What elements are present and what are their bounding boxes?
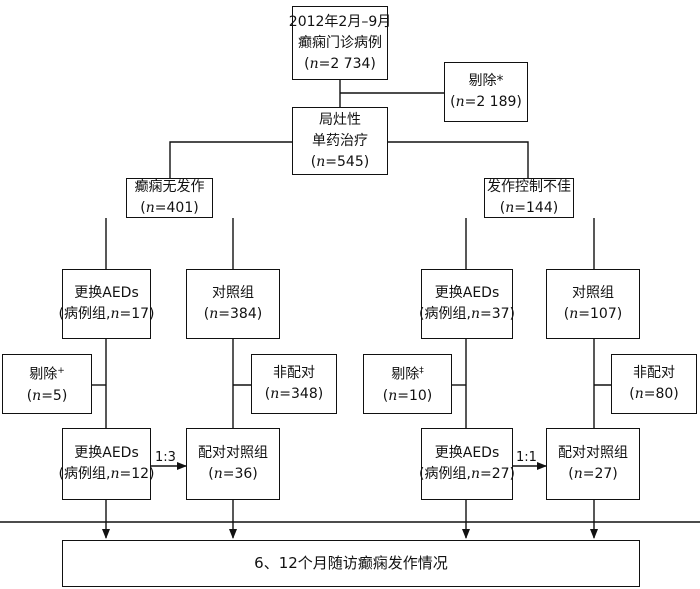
l-matched-box: 配对对照组 (n=36) [186,428,280,500]
mono-count: (n=545) [310,153,370,170]
root-count: (n=2 734) [304,55,376,72]
mono-to-right-connector [388,141,529,178]
mono-to-left-connector [169,141,292,178]
r-matched-box: 配对对照组 (n=27) [546,428,640,500]
r-control-label: 对照组 [572,285,614,301]
mono-line1: 局灶性 [319,111,361,128]
l-case-box: 更换AEDs (病例组,n=12) [59,428,155,500]
l-switch-line2: (病例组,n=17) [58,306,155,322]
l-control-box: 对照组 (n=384) [186,269,280,339]
l-case-line1: 更换AEDs [74,445,139,461]
mono-box: 局灶性 单药治疗 (n=545) [292,107,388,175]
root-box: 2012年2月–9月 癫痫门诊病例 (n=2 734) [288,6,392,80]
final-label: 6、12个月随访癫痫发作情况 [254,554,448,572]
r-exclude-count: (n=10) [382,387,433,404]
r-nonmatch-box: 非配对 (n=80) [611,354,697,414]
l-matched-count: (n=36) [208,466,258,482]
l-case-line2: (病例组,n=12) [58,466,155,482]
right-group-box: 发作控制不佳 (n=144) [484,178,574,218]
root-line2: 癫痫门诊病例 [298,34,382,51]
ratio-left-label: 1:3 [155,450,176,465]
r-matched-count: (n=27) [568,466,618,482]
l-nonmatch-box: 非配对 (n=348) [251,354,337,414]
r-control-count: (n=107) [563,306,623,322]
exclude-top-count: (n=2 189) [450,94,522,110]
r-switch-box: 更换AEDs (病例组,n=37) [419,269,515,339]
root-line1: 2012年2月–9月 [288,13,392,30]
r-control-box: 对照组 (n=107) [546,269,640,339]
l-exclude-box: 剔除+ (n=5) [2,354,92,414]
r-exclude-label: 剔除‡ [391,366,424,383]
l-exclude-count: (n=5) [26,387,68,404]
l-switch-box: 更换AEDs (病例组,n=17) [59,269,155,339]
exclude-top-box: 剔除* (n=2 189) [444,62,528,122]
r-nonmatch-count: (n=80) [629,386,679,402]
r-matched-label: 配对对照组 [558,445,628,461]
r-case-box: 更换AEDs (病例组,n=27) [419,428,515,500]
r-switch-line1: 更换AEDs [434,285,500,301]
r-case-line2: (病例组,n=27) [419,466,515,482]
exclude-top-label: 剔除* [468,73,504,89]
right-group-count: (n=144) [499,200,559,216]
l-control-count: (n=384) [203,306,263,322]
l-exclude-label: 剔除+ [29,366,65,383]
left-group-count: (n=401) [140,200,199,216]
left-group-label: 癫痫无发作 [134,179,205,195]
right-group-label: 发作控制不佳 [487,179,571,195]
r-switch-line2: (病例组,n=37) [419,306,515,322]
l-nonmatch-count: (n=348) [264,386,324,402]
l-matched-label: 配对对照组 [198,445,268,461]
final-box: 6、12个月随访癫痫发作情况 [62,540,640,587]
l-nonmatch-label: 非配对 [273,365,315,381]
mono-line2: 单药治疗 [312,132,368,149]
r-case-line1: 更换AEDs [434,445,500,461]
left-group-box: 癫痫无发作 (n=401) [126,178,213,218]
r-nonmatch-label: 非配对 [633,365,675,381]
l-control-label: 对照组 [212,285,254,301]
ratio-right-label: 1:1 [516,450,537,465]
r-exclude-box: 剔除‡ (n=10) [363,354,452,414]
l-switch-line1: 更换AEDs [74,285,139,301]
